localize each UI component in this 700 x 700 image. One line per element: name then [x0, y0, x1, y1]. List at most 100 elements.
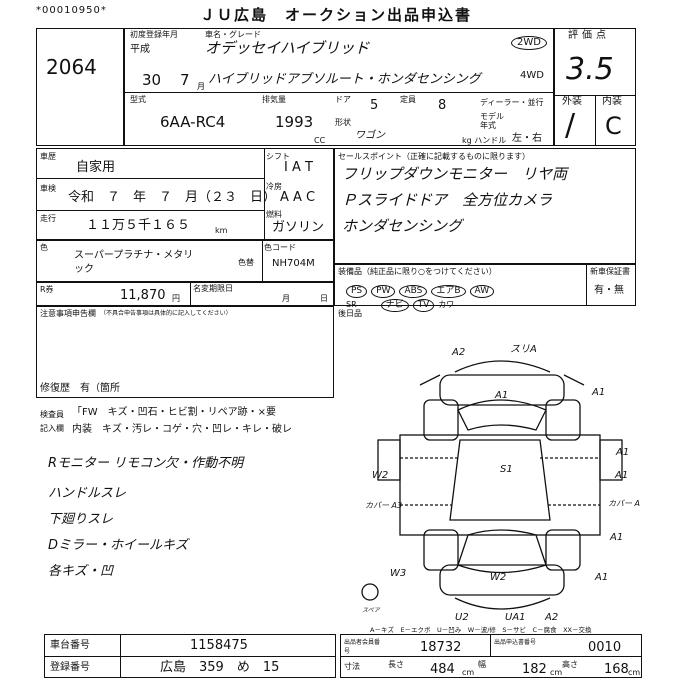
month-unit: 月	[197, 82, 205, 91]
day-label: 日	[320, 294, 328, 303]
diagram-line	[457, 529, 547, 574]
damage-mark: A2	[451, 347, 465, 358]
mileage-unit: km	[215, 226, 228, 235]
divider	[190, 282, 191, 306]
shift: I A T	[284, 160, 313, 175]
equipment-item: SR	[346, 300, 357, 309]
score-label: 評価点	[568, 30, 610, 41]
handwritten-note: 下廻りスレ	[48, 512, 114, 527]
drive-4wd: 4WD	[520, 70, 544, 81]
diagram-line	[457, 399, 547, 431]
damage-mark: U2	[455, 612, 469, 623]
vehicle-box	[124, 28, 554, 146]
handle: 左・右	[512, 133, 542, 144]
diagram-line	[419, 374, 585, 386]
diagram-line	[454, 597, 551, 610]
drive-2wd: 2WD	[511, 36, 547, 50]
body-label: 形状	[335, 118, 351, 127]
handwritten-note: ハンドルスレ	[48, 486, 127, 501]
displacement-label: 排気量	[262, 95, 286, 104]
fuel: ガソリン	[272, 220, 325, 235]
handwritten-note: Dミラー・ホイールキズ	[48, 538, 189, 553]
notes-sub: （不具合申告事項は具体的に記入してください）	[100, 310, 232, 317]
equipment-item: ABS	[399, 285, 428, 298]
repair-history: 修復歴 有（箇所	[40, 383, 120, 394]
color-box	[36, 240, 334, 282]
first-reg-label: 初度登録年月	[130, 30, 178, 39]
model-year-label: モデル年式	[480, 112, 504, 130]
warranty-label: 新車保証書	[590, 267, 630, 276]
car-name: オデッセイハイブリッド	[205, 39, 370, 57]
damage-mark: W2	[490, 572, 506, 583]
width-label: 幅	[478, 660, 486, 669]
registration-label: 登録番号	[50, 662, 90, 673]
exterior-label: 外装	[562, 96, 582, 107]
equipment-item: PW	[371, 285, 396, 298]
dealer-label: ディーラー・並行	[480, 98, 544, 107]
damage-mark: S1	[500, 464, 513, 475]
equipment-item: カワ	[438, 300, 455, 309]
usage-label: 車歴	[40, 152, 56, 161]
damage-mark: A1	[494, 390, 508, 401]
displacement: 1993	[275, 113, 314, 131]
damage-mark: W2	[372, 470, 388, 481]
exterior-score: /	[565, 108, 576, 143]
inspection-label: 車検	[40, 184, 56, 193]
diagram-line	[545, 399, 581, 441]
capacity: 8	[438, 98, 447, 113]
equipment-item: AW	[469, 285, 495, 298]
sales-point-label: セールスポイント（正確に記載するものに限ります）	[338, 152, 530, 161]
fuel-label: 燃料	[266, 210, 282, 219]
equipment-label: 装備品（純正品に限り○をつけてください）	[338, 267, 497, 276]
sales-point-line: Ｐスライドドア 全方位カメラ	[342, 191, 553, 209]
divider	[36, 210, 264, 211]
cm-unit: cm	[628, 668, 641, 677]
mileage: １１万５千１６５	[86, 218, 191, 233]
inspector-entry-label: 記入欄	[40, 424, 64, 433]
damage-mark: A1	[594, 572, 608, 583]
divider	[586, 264, 587, 306]
divider	[124, 92, 554, 93]
height-label: 高さ	[562, 660, 578, 669]
lot-box	[36, 28, 124, 146]
doors: 5	[370, 98, 379, 113]
page-title: ＪＵ広島 オークション出品申込書	[200, 6, 473, 24]
capacity-label: 定員	[400, 95, 416, 104]
notes-label: 注意事項申告欄	[40, 309, 96, 318]
length-label: 長さ	[388, 660, 404, 669]
divider	[595, 95, 596, 146]
model-label: 型式	[130, 95, 146, 104]
month-label: 月	[282, 294, 290, 303]
interior-score: C	[605, 112, 622, 140]
color-value-2: ック	[74, 264, 94, 275]
warranty-value: 有・無	[594, 285, 624, 296]
spare-tire	[361, 583, 379, 601]
cm-unit: cm	[462, 668, 475, 677]
diagram-line	[423, 399, 459, 441]
color-code: NH704M	[272, 258, 315, 269]
color-change-label: 色替	[238, 258, 254, 267]
recycle-label: R券	[40, 285, 54, 294]
damage-legend: A－キズ E－エクボ U－凹み W－波/修 S－サビ C－腐食 XX－交換	[370, 626, 592, 634]
diagram-line	[439, 564, 565, 596]
sales-point-line: フリップダウンモニター リヤ両	[342, 165, 568, 183]
mileage-label: 走行	[40, 214, 56, 223]
booking-number: 0010	[588, 640, 622, 655]
ac: A A C	[280, 190, 316, 205]
inspector-line: 内装 キズ・汚レ・コゲ・穴・凹レ・キレ・破レ	[72, 424, 292, 435]
ac-label: 冷房	[266, 182, 282, 191]
spare-label: スペア	[362, 607, 381, 614]
registration-number: 広島 359 め 15	[160, 660, 280, 675]
booking-label: 出品申込書番号	[494, 639, 537, 646]
first-reg-year: 30	[142, 71, 162, 89]
equipment-item: ナビ	[380, 299, 409, 312]
damage-mark: UA1	[505, 612, 526, 623]
dimension-label: 寸法	[344, 662, 360, 671]
inspection: 令和 ７ 年 ７ 月（２３ 日）	[68, 190, 277, 205]
car-grade: ハイブリッドアブソルート・ホンダセンシング	[208, 72, 481, 87]
handwritten-note: 各キズ・凹	[48, 564, 114, 579]
transfer-label: 名変期限日	[193, 284, 233, 293]
divider	[340, 656, 642, 657]
equipment-item: TV	[412, 299, 435, 312]
